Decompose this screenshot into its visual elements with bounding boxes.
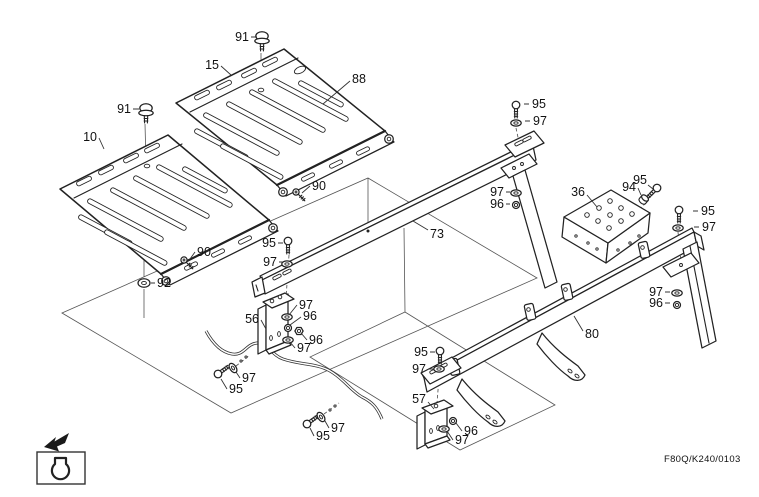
bolt-91-a [254, 31, 270, 52]
callout-96-a: 96 [490, 197, 504, 211]
bolt-95-clamp-1 [212, 362, 232, 380]
callout-97-c: 97 [702, 220, 716, 234]
plate-15-ribs [194, 78, 349, 180]
beam-80-curved-leg-a [536, 332, 586, 381]
bolt-95-d [674, 205, 684, 224]
washer-97-e [281, 313, 293, 321]
washer-97-clamp-1 [226, 361, 240, 375]
plate-15-far-slots [194, 56, 278, 101]
direction-arrow-icon [44, 433, 69, 452]
callout-96-b: 96 [303, 309, 317, 323]
callout-91-a: 91 [235, 30, 249, 44]
callout-92: 92 [157, 276, 171, 290]
axis-tick-marks [239, 355, 337, 412]
bulb-icon [50, 456, 71, 481]
callout-88: 88 [352, 72, 366, 86]
callout-97-b: 97 [263, 255, 277, 269]
callout-97-e: 97 [299, 298, 313, 312]
callout-96-e: 96 [649, 296, 663, 310]
cross-beam-73 [251, 130, 558, 298]
callout-56: 56 [245, 312, 259, 326]
bolt-95-a [511, 100, 521, 119]
callout-95-e: 95 [229, 382, 243, 396]
washer-97-f [282, 336, 294, 344]
callout-97-i: 97 [455, 433, 469, 447]
washer-97-h [433, 365, 445, 373]
washer-97-a [510, 119, 522, 127]
callout-97-g: 97 [242, 371, 256, 385]
callout-15: 15 [205, 58, 219, 72]
callout-97-h: 97 [412, 362, 426, 376]
plate-15-bolt-hole [257, 87, 265, 93]
beam-73-end-plate [504, 130, 545, 158]
washer-97-k [671, 289, 683, 297]
nut-96-e [672, 300, 682, 310]
plate-10-near-slots [184, 235, 252, 271]
callout-97-k: 97 [649, 285, 663, 299]
callout-95-b: 95 [262, 236, 276, 250]
washer-92 [137, 278, 151, 288]
bracket-57 [416, 399, 454, 450]
screw-90-a [292, 188, 306, 202]
callout-73: 73 [430, 227, 444, 241]
beam-73-leg-bracket [500, 153, 538, 179]
callout-95-d: 95 [701, 204, 715, 218]
washer-97-b [281, 260, 293, 268]
callout-10: 10 [83, 130, 97, 144]
callout-96-c: 96 [309, 333, 323, 347]
plate-15-near-slots [301, 146, 370, 182]
callout-97-f: 97 [297, 341, 311, 355]
beam-73-leg [512, 169, 558, 289]
spacer-94 [638, 194, 650, 205]
nut-96-a [511, 200, 521, 210]
nut-96-b [283, 323, 293, 333]
cable [204, 330, 384, 420]
callout-80: 80 [585, 327, 599, 341]
callout-95-g: 95 [316, 429, 330, 443]
orientation-inset [36, 433, 86, 485]
callout-90-b: 90 [197, 245, 211, 259]
callout-95-f: 95 [414, 345, 428, 359]
callout-94: 94 [622, 180, 636, 194]
plate-15-oval-hole [293, 65, 307, 75]
tread-plate-10 [59, 134, 279, 286]
tread-plate-15 [175, 48, 395, 197]
callout-97-j: 97 [331, 421, 345, 435]
bolt-91-b [138, 103, 154, 124]
callout-97-d: 97 [490, 185, 504, 199]
plate-10-ribs [78, 164, 233, 266]
support-plate-36 [561, 189, 651, 264]
plate-10-far-slots [76, 142, 160, 187]
callout-36: 36 [571, 185, 585, 199]
beam-80-curved-leg-b [456, 378, 506, 427]
bracket-56 [257, 292, 295, 355]
washer-97-d [510, 189, 522, 197]
callout-91-b: 91 [117, 102, 131, 116]
fasteners [137, 31, 684, 433]
diagram-code: F80Q/K240/0103 [664, 454, 741, 465]
callout-90-a: 90 [312, 179, 326, 193]
beam-73-end-channel [251, 276, 266, 298]
support-plate-36-holes [574, 198, 641, 252]
nut-96-d [448, 416, 458, 426]
washer-97-c [672, 224, 684, 232]
callout-labels: 91 15 88 91 10 90 90 92 73 95 97 95 97 3… [83, 30, 716, 447]
plate-10-bolt-hole [143, 163, 151, 169]
callout-96-d: 96 [464, 424, 478, 438]
callout-57: 57 [412, 392, 426, 406]
callout-95-a: 95 [532, 97, 546, 111]
bolt-95-b [283, 236, 293, 255]
cross-beam-80 [420, 227, 717, 427]
callout-97-a: 97 [533, 114, 547, 128]
callout-95-c: 95 [633, 173, 647, 187]
leader-lines [98, 36, 699, 441]
